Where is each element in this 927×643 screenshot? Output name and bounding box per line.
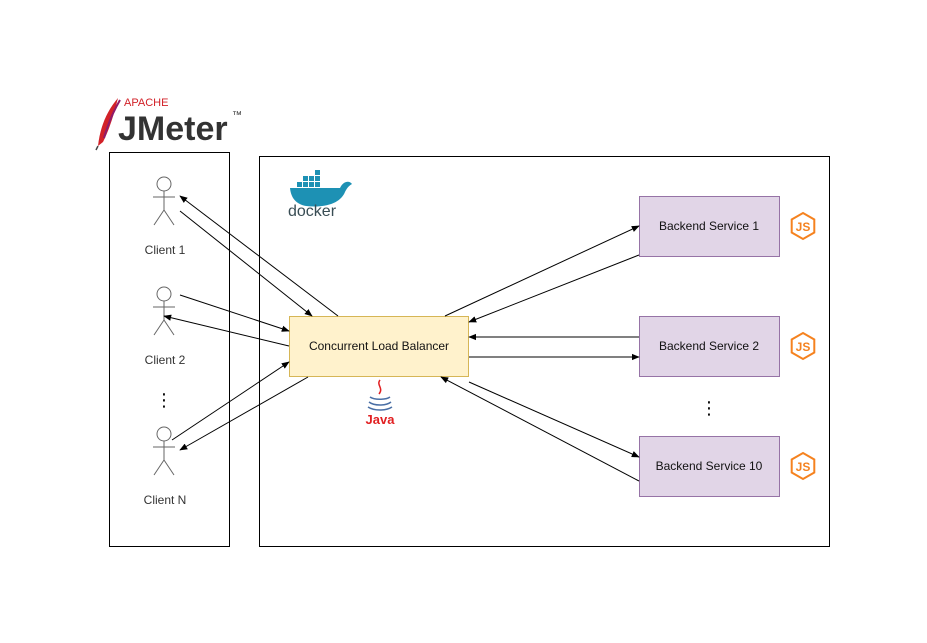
load-balancer-label: Concurrent Load Balancer [309, 339, 449, 353]
docker-wordmark: docker [288, 203, 337, 220]
lb-to-client-n-arrow [179, 376, 309, 451]
java-cup-icon [367, 379, 393, 411]
lb-to-client-2-arrow [163, 314, 290, 347]
nodejs-icon-2-text: JS [796, 340, 811, 354]
backend-10-to-lb-arrow [440, 376, 640, 482]
jmeter-brand-small: APACHE [124, 97, 168, 109]
lb-to-backend-1-arrow [444, 225, 640, 317]
nodejs-icon-2: JS [790, 331, 816, 361]
docker-whale-icon [290, 170, 352, 207]
backend-service-10-label: Backend Service 10 [656, 459, 763, 473]
client-1-actor [153, 176, 175, 226]
jmeter-trademark: ™ [232, 110, 242, 121]
java-logo: Java [366, 379, 396, 427]
nodejs-icon-1-text: JS [796, 220, 811, 234]
client-2-to-lb-arrow [179, 294, 290, 332]
feather-icon [95, 98, 121, 151]
load-balancer-box [289, 316, 469, 377]
docker-logo: docker [288, 170, 352, 220]
lb-to-client-1-arrow [179, 195, 339, 317]
jmeter-logo: APACHE JMeter ™ [95, 97, 242, 151]
clients-container [109, 152, 230, 547]
client-1-to-lb-arrow [179, 210, 313, 317]
backend-1-to-lb-arrow [468, 254, 640, 323]
backend-service-2-box [639, 316, 780, 377]
client-n-actor [153, 426, 175, 476]
nodejs-icon-10: JS [790, 451, 816, 481]
nodejs-icon-1: JS [790, 211, 816, 241]
lb-to-backend-10-arrow [468, 381, 640, 458]
nodejs-icon-10-text: JS [796, 460, 811, 474]
client-n-label: Client N [144, 493, 187, 507]
backend-service-10-box [639, 436, 780, 497]
java-wordmark: Java [366, 412, 396, 427]
client-2-label: Client 2 [145, 353, 186, 367]
client-1-label: Client 1 [145, 243, 186, 257]
client-ellipsis: ⋮ [155, 390, 173, 411]
backend-service-1-label: Backend Service 1 [659, 219, 759, 233]
client-n-to-lb-arrow [171, 361, 290, 441]
backend-ellipsis: ⋮ [700, 398, 718, 419]
backend-service-1-box [639, 196, 780, 257]
jmeter-brand-large: JMeter [118, 110, 228, 148]
client-2-actor [153, 286, 175, 336]
backend-service-2-label: Backend Service 2 [659, 339, 759, 353]
